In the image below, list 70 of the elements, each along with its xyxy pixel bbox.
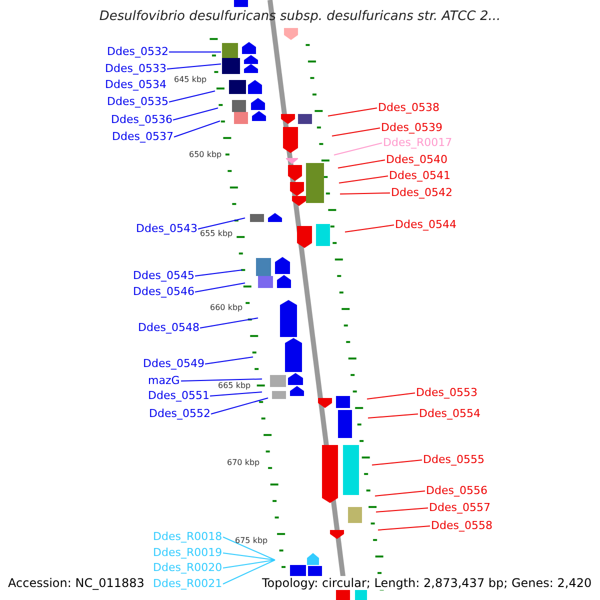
scale-label: 675 kbp	[235, 536, 268, 546]
gene-label: Ddes_0542	[391, 186, 452, 199]
gene-label: Ddes_0556	[426, 484, 488, 497]
leader-line	[210, 398, 268, 414]
gene-label: Ddes_0554	[419, 407, 480, 420]
gene-label: Ddes_0558	[431, 519, 492, 532]
leader-line	[374, 490, 426, 496]
leader-line	[204, 356, 254, 364]
leader-line	[372, 460, 422, 466]
leader-line	[338, 160, 386, 168]
leader-line	[194, 282, 246, 292]
leader-line	[222, 560, 276, 584]
gene-label: Ddes_R0021	[153, 577, 222, 590]
leader-line	[200, 318, 258, 328]
leader-line	[328, 108, 378, 116]
leader-line	[222, 552, 276, 560]
leader-line	[166, 64, 222, 70]
gene-label: Ddes_R0019	[153, 546, 222, 559]
gene-label: Ddes_0549	[143, 357, 204, 370]
gene-label: Ddes_0553	[416, 386, 478, 399]
leader-line	[368, 414, 418, 418]
gene-label: Ddes_R0017	[383, 136, 452, 149]
gene-label: Ddes_0557	[429, 501, 490, 514]
scale-label: 650 kbp	[189, 150, 222, 160]
gene-label: Ddes_0545	[133, 269, 194, 282]
gene-label: Ddes_0538	[378, 101, 440, 114]
gene-label: Ddes_0534	[105, 78, 166, 91]
leader-line	[174, 120, 220, 138]
leader-line	[376, 508, 428, 512]
gene-label: Ddes_0551	[148, 389, 210, 402]
gene-label: Ddes_0533	[105, 62, 166, 75]
gene-label: Ddes_0539	[381, 121, 442, 134]
gene-label: Ddes_0544	[395, 218, 456, 231]
leader-line	[222, 536, 276, 560]
leader-line	[334, 142, 382, 156]
leader-line	[340, 192, 390, 194]
leader-line	[332, 128, 380, 136]
gene-label: Ddes_0555	[423, 453, 484, 466]
leader-line	[168, 90, 216, 102]
leader-line	[338, 176, 388, 184]
scale-label: 660 kbp	[210, 303, 243, 313]
gene-label: Ddes_R0018	[153, 530, 222, 543]
leader-line	[172, 108, 218, 120]
scale-label: 645 kbp	[174, 75, 207, 85]
scale-label: 655 kbp	[200, 229, 233, 239]
footer-text: Accession: NC_011883	[8, 576, 144, 590]
gene-label: Ddes_R0020	[153, 561, 222, 574]
footer-text: Topology: circular; Length: 2,873,437 bp; Genes: 2,420	[262, 576, 592, 590]
chart-title: Desulfovibrio desulfuricans subsp. desulfuricans str. ATCC 2...	[98, 9, 502, 24]
leader-line	[210, 392, 262, 396]
leader-line	[344, 224, 394, 232]
scale-label: 670 kbp	[227, 458, 260, 468]
gene-label: Ddes_0532	[107, 45, 168, 58]
gene-label: Ddes_0541	[389, 169, 450, 182]
gene-label: Ddes_0543	[136, 222, 198, 235]
leader-line	[222, 560, 276, 568]
gene-label: Ddes_0536	[111, 113, 172, 126]
gene-label: Ddes_0552	[149, 407, 210, 420]
gene-label: Ddes_0548	[138, 321, 200, 334]
gene-label: Ddes_0535	[107, 95, 168, 108]
leader-line	[198, 218, 246, 230]
gene-label: Ddes_0546	[133, 285, 194, 298]
gene-label: mazG	[148, 374, 180, 387]
scale-label: 665 kbp	[218, 381, 251, 391]
gene-label: Ddes_0537	[112, 130, 174, 143]
leader-line	[378, 526, 430, 530]
leader-line	[180, 378, 262, 382]
gene-label: Ddes_0540	[386, 153, 448, 166]
leader-line	[194, 270, 242, 276]
leader-line	[366, 392, 416, 400]
